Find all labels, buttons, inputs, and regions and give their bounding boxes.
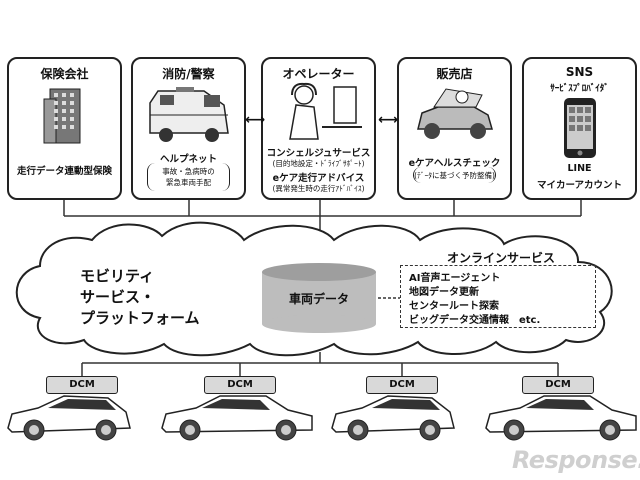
double-arrow-icon: ⟷ xyxy=(378,112,399,128)
box-line: マイカーアカウント xyxy=(536,180,623,191)
online-service-item: センタールート探索 xyxy=(409,301,499,312)
bracket xyxy=(413,167,496,183)
box-bracket-line: 事故・急病時の xyxy=(162,167,215,176)
box-bracket-line: (ﾃﾞｰﾀに基づく予防整備) xyxy=(414,171,495,180)
box-title: 消防/警察 xyxy=(162,67,215,81)
box-title: SNS xyxy=(565,65,594,79)
car-icon xyxy=(485,395,637,441)
database-label: 車両データ xyxy=(288,292,349,306)
response-logo: Response. xyxy=(512,446,640,474)
platform-line: サービス・ xyxy=(80,288,156,306)
ambulance-icon xyxy=(148,87,229,142)
operator-box: オペレーター コンシェルジュサービス (目的地設定・ﾄﾞﾗｲﾌﾞｻﾎﾟｰﾄ) e… xyxy=(261,57,376,200)
dcm-box: DCM xyxy=(46,376,118,394)
dcm-box: DCM xyxy=(522,376,594,394)
box-line-small: (目的地設定・ﾄﾞﾗｲﾌﾞｻﾎﾟｰﾄ) xyxy=(272,159,365,168)
online-service-item: ビッグデータ交通情報 etc. xyxy=(409,315,541,326)
box-line: eケア走行アドバイス xyxy=(272,173,365,184)
platform-title: モビリティ サービス・ プラットフォーム xyxy=(80,266,200,329)
box-line: 走行データ連動型保険 xyxy=(16,166,112,177)
car-icon xyxy=(161,395,313,441)
smartphone-icon xyxy=(563,98,596,158)
online-service-item: 地図データ更新 xyxy=(409,287,479,298)
box-title: オペレーター xyxy=(282,67,355,81)
vehicle-database-icon xyxy=(262,263,376,333)
box-title: 保険会社 xyxy=(40,67,89,81)
box-line-small: (異常発生時の走行ｱﾄﾞﾊﾞｲｽ) xyxy=(272,184,365,193)
online-services-box: AI音声エージェント 地図データ更新 センタールート探索 ビッグデータ交通情報 … xyxy=(400,265,596,328)
office-building-icon xyxy=(43,88,80,144)
online-services-title: オンラインサービス xyxy=(447,251,556,265)
insurance-box: 保険会社 走行データ連動型保険 xyxy=(7,57,122,200)
platform-line: プラットフォーム xyxy=(80,309,200,327)
box-line: ヘルプネット xyxy=(159,154,217,165)
operator-headset-icon xyxy=(288,82,362,140)
bracket xyxy=(147,163,230,191)
box-line: LINE xyxy=(567,163,592,174)
dcm-box: DCM xyxy=(204,376,276,394)
online-service-item: AI音声エージェント xyxy=(409,273,501,284)
car-maintenance-icon xyxy=(416,88,493,139)
double-arrow-icon: ⟷ xyxy=(245,112,266,128)
car-icon xyxy=(331,395,455,441)
box-title: 販売店 xyxy=(436,67,473,81)
box-line: コンシェルジュサービス xyxy=(266,148,371,159)
bottom-connectors xyxy=(81,352,559,376)
car-icon xyxy=(7,395,131,441)
dealer-box: 販売店 eケアヘルスチェック (ﾃﾞｰﾀに基づく予防整備) xyxy=(397,57,512,200)
dcm-box: DCM xyxy=(366,376,438,394)
box-bracket-line: 緊急車両手配 xyxy=(166,178,211,187)
sns-box: SNS ｻｰﾋﾞｽﾌﾟﾛﾊﾞｲﾀﾞ LINE マイカーアカウント xyxy=(522,57,637,200)
fire-police-box: 消防/警察 ヘルプネット 事故・急病時の 緊急車両手配 xyxy=(131,57,246,200)
box-line: eケアヘルスチェック xyxy=(408,158,501,169)
platform-line: モビリティ xyxy=(80,267,155,285)
box-subtitle: ｻｰﾋﾞｽﾌﾟﾛﾊﾞｲﾀﾞ xyxy=(550,84,609,94)
